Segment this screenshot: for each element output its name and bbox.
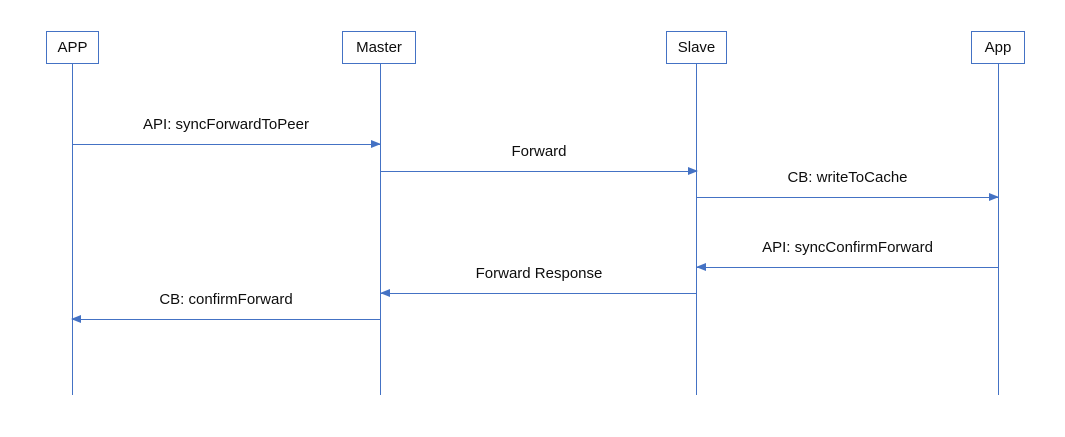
arrow-right-icon: [72, 139, 381, 148]
arrow-right-icon: [697, 192, 999, 201]
lifeline-master: [379, 64, 381, 395]
message-label: Forward: [511, 143, 567, 160]
arrow-left-icon: [696, 262, 998, 271]
arrow-left-icon: [71, 314, 380, 323]
actor-box-app: APP: [46, 31, 99, 64]
message-sync-confirm-forward: API: syncConfirmForward: [696, 238, 998, 271]
message-label: CB: writeToCache: [787, 169, 908, 186]
lifeline-app-peer: [997, 64, 999, 395]
lifeline-app: [71, 64, 73, 395]
arrow-right-icon: [381, 166, 698, 175]
message-forward-response: Forward Response: [380, 264, 697, 297]
actor-box-master: Master: [342, 31, 416, 64]
actor-label-app: APP: [57, 39, 88, 56]
actor-label-master: Master: [356, 39, 402, 56]
actor-label-app-peer: App: [984, 39, 1012, 56]
message-label: CB: confirmForward: [159, 291, 293, 308]
actor-label-slave: Slave: [677, 39, 716, 56]
lifeline-slave: [696, 64, 698, 395]
actor-box-app-peer: App: [971, 31, 1025, 64]
message-forward: Forward: [381, 142, 698, 175]
actor-box-slave: Slave: [666, 31, 727, 64]
message-confirm-forward: CB: confirmForward: [71, 290, 380, 323]
message-label: API: syncForwardToPeer: [143, 116, 309, 133]
arrow-left-icon: [380, 288, 697, 297]
message-sync-forward-to-peer: API: syncForwardToPeer: [72, 115, 381, 148]
message-write-to-cache: CB: writeToCache: [697, 168, 999, 201]
message-label: API: syncConfirmForward: [762, 239, 933, 256]
message-label: Forward Response: [475, 265, 603, 282]
